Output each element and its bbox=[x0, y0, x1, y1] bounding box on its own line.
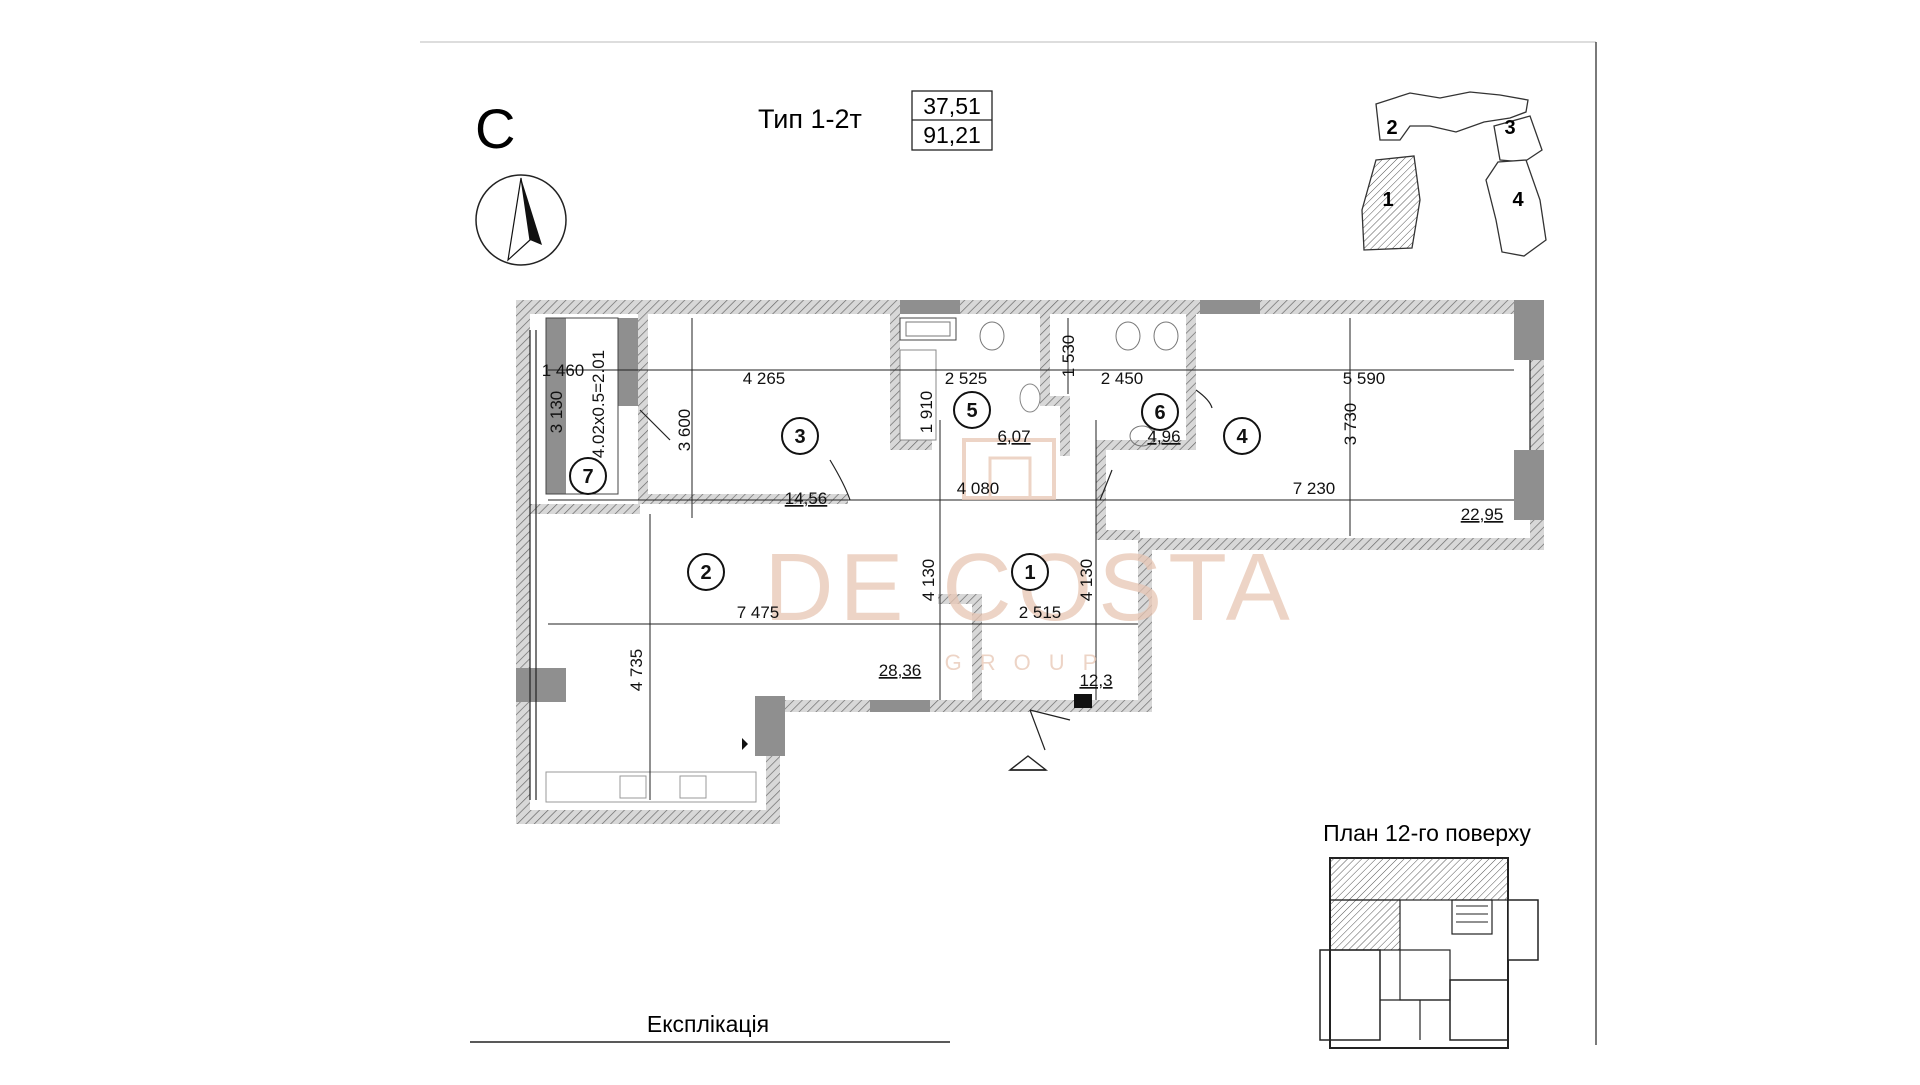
floor-mini-plan bbox=[1319, 857, 1539, 1049]
dim-7230: 7 230 bbox=[1293, 479, 1336, 498]
dim-4130-right: 4 130 bbox=[1077, 559, 1096, 602]
key-section-4: 4 bbox=[1512, 189, 1524, 211]
room-5-number: 5 bbox=[966, 400, 977, 422]
dim-3130: 3 130 bbox=[547, 391, 566, 434]
dimension-labels: 1 460 3 130 4.02x0.5=2.01 4 265 3 600 2 … bbox=[542, 335, 1386, 692]
dim-7475: 7 475 bbox=[737, 603, 780, 622]
room-labels: 1 2 3 4 5 6 7 bbox=[569, 391, 1261, 591]
dim-1530: 1 530 bbox=[1059, 335, 1078, 378]
dim-2450: 2 450 bbox=[1101, 369, 1144, 388]
room-6-number: 6 bbox=[1154, 402, 1165, 424]
dim-4735: 4 735 bbox=[627, 649, 646, 692]
room-3-area: 14,56 bbox=[785, 489, 828, 508]
floor-plan bbox=[516, 300, 1544, 824]
dim-3600: 3 600 bbox=[675, 409, 694, 452]
living-area-value: 37,51 bbox=[923, 93, 981, 119]
dim-3730: 3 730 bbox=[1341, 403, 1360, 446]
watermark-sub: GROUP bbox=[945, 650, 1116, 675]
apartment-type: Тип 1-2т bbox=[758, 104, 862, 134]
dim-1460: 1 460 bbox=[542, 361, 585, 380]
room-1-number: 1 bbox=[1024, 562, 1035, 584]
room-2-number: 2 bbox=[700, 562, 711, 584]
key-section-2: 2 bbox=[1386, 117, 1397, 139]
key-plan: 2 3 1 4 bbox=[1361, 91, 1547, 257]
total-area-value: 91,21 bbox=[923, 122, 981, 148]
room-1-area: 12,3 bbox=[1079, 671, 1112, 690]
room-2-area: 28,36 bbox=[879, 661, 922, 680]
key-section-3: 3 bbox=[1504, 117, 1515, 139]
explication-label: Експлікація bbox=[647, 1011, 769, 1037]
room-areas: 12,3 28,36 14,56 22,95 6,07 4,96 bbox=[785, 427, 1504, 690]
room-4-area: 22,95 bbox=[1461, 505, 1504, 524]
dim-2515: 2 515 bbox=[1019, 603, 1062, 622]
north-arrow-icon bbox=[475, 174, 567, 266]
dim-4080: 4 080 bbox=[957, 479, 1000, 498]
key-section-1: 1 bbox=[1382, 189, 1393, 211]
dim-2525: 2 525 bbox=[945, 369, 988, 388]
dim-4130-left: 4 130 bbox=[919, 559, 938, 602]
room-5-area: 6,07 bbox=[997, 427, 1030, 446]
dim-1910: 1 910 bbox=[917, 391, 936, 434]
room-6-area: 4,96 bbox=[1147, 427, 1180, 446]
room-4-number: 4 bbox=[1236, 426, 1248, 448]
area-box: 37,51 91,21 bbox=[911, 90, 993, 151]
dim-402: 4.02x0.5=2.01 bbox=[589, 350, 608, 458]
dim-5590: 5 590 bbox=[1343, 369, 1386, 388]
entrance-arrow-icon bbox=[1007, 755, 1049, 771]
compass-letter: С bbox=[475, 97, 515, 160]
floor-plan-label: План 12-го поверху bbox=[1323, 820, 1531, 846]
dim-4265: 4 265 bbox=[743, 369, 786, 388]
room-7-number: 7 bbox=[582, 466, 593, 488]
room-3-number: 3 bbox=[794, 426, 805, 448]
